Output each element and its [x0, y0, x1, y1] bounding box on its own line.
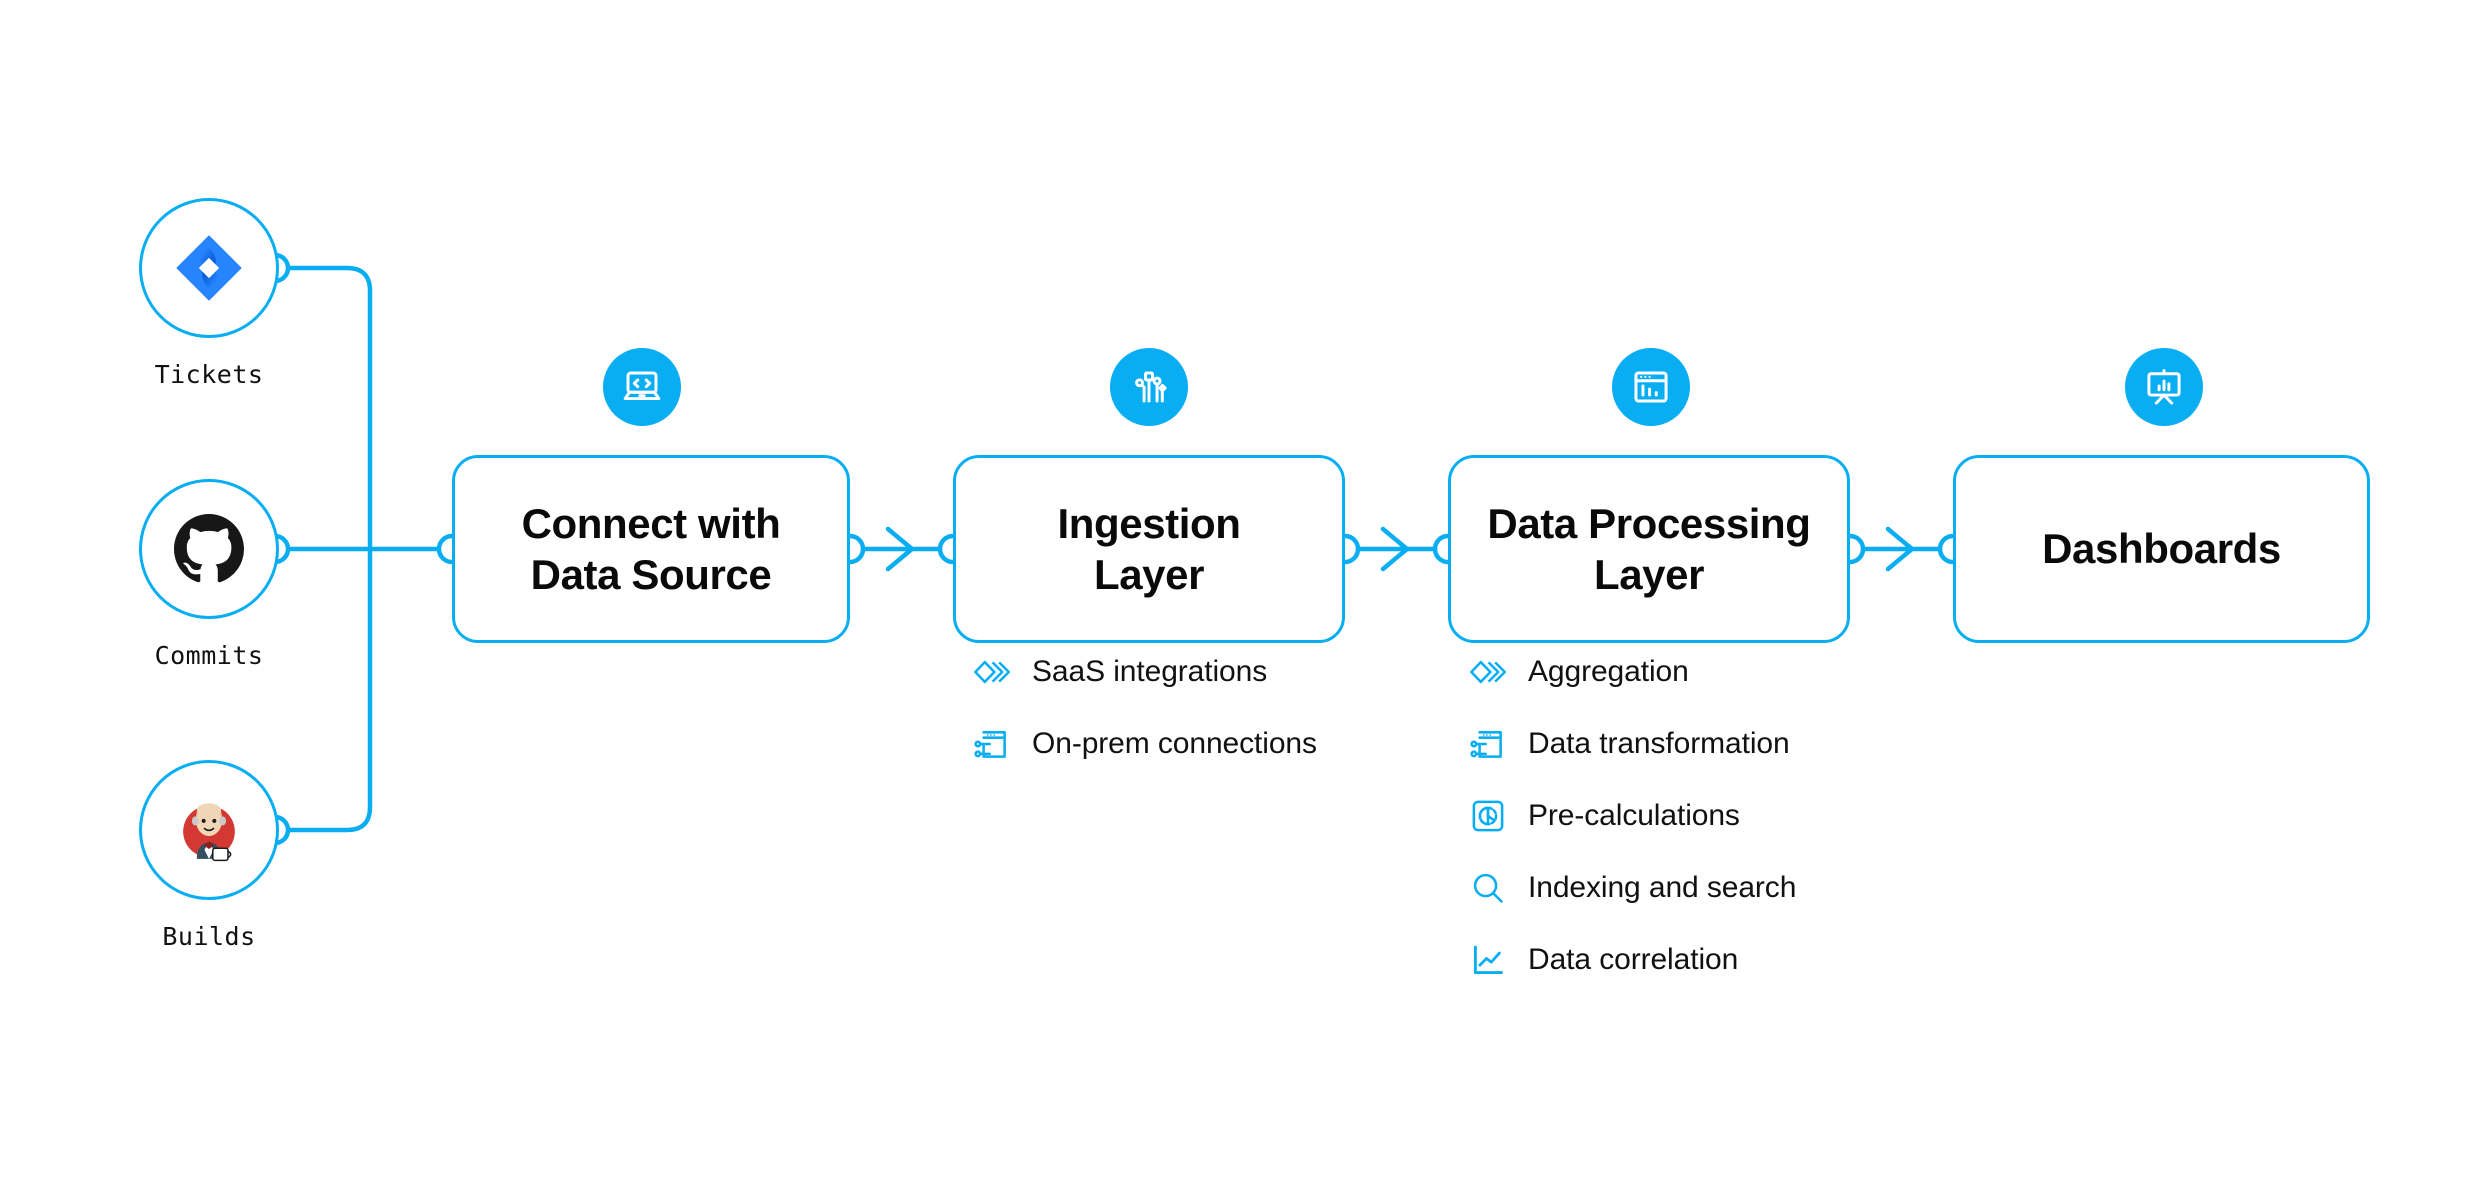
feature-item: SaaS integrations — [972, 636, 1317, 708]
feature-label: Aggregation — [1528, 655, 1689, 688]
wire-tickets — [280, 265, 373, 552]
window-barchart-icon — [1634, 371, 1668, 403]
stage-box-processing[interactable]: Data Processing Layer — [1448, 455, 1850, 643]
source-label: Builds — [162, 922, 256, 951]
feature-item: Pre-calculations — [1468, 780, 1796, 852]
window-sliders-icon — [972, 724, 1012, 764]
gauge-square-icon — [1468, 796, 1508, 836]
stage-title: Dashboards — [2042, 525, 2281, 573]
stage-box-connect[interactable]: Connect with Data Source — [452, 455, 850, 643]
source-label: Commits — [154, 641, 264, 670]
feature-list-ingestion: SaaS integrations On-prem connections — [972, 636, 1317, 780]
feature-label: Data correlation — [1528, 943, 1739, 976]
layered-chevrons-icon — [972, 652, 1012, 692]
feature-item: Data correlation — [1468, 924, 1796, 996]
source-ring — [139, 479, 279, 619]
source-node-tickets[interactable]: Tickets — [139, 198, 279, 389]
feature-label: Indexing and search — [1528, 871, 1797, 904]
source-node-builds[interactable]: Builds — [139, 760, 279, 951]
source-ring — [139, 198, 279, 338]
wire-builds — [280, 546, 373, 833]
arrowhead-3 — [1885, 526, 1915, 572]
arrowhead-1 — [885, 526, 915, 572]
feature-label: Pre-calculations — [1528, 799, 1740, 832]
feature-item: Data transformation — [1468, 708, 1796, 780]
badge-presentation-chart-icon — [2125, 348, 2203, 426]
presentation-chart-icon — [2147, 369, 2181, 405]
badge-circuit-nodes-icon — [1110, 348, 1188, 426]
source-label: Tickets — [154, 360, 264, 389]
feature-list-processing: Aggregation Data transformation — [1468, 636, 1796, 996]
laptop-code-icon — [623, 371, 661, 401]
feature-label: On-prem connections — [1032, 727, 1317, 760]
jenkins-icon — [183, 803, 235, 862]
layered-chevrons-icon — [1468, 652, 1508, 692]
line-chart-icon — [1468, 940, 1508, 980]
arrowhead-2 — [1380, 526, 1410, 572]
stage-title: Ingestion Layer — [1057, 499, 1241, 598]
stage-title: Data Processing Layer — [1487, 499, 1811, 598]
feature-item: On-prem connections — [972, 708, 1317, 780]
github-icon — [174, 514, 244, 583]
magnifier-icon — [1468, 868, 1508, 908]
badge-laptop-code-icon — [603, 348, 681, 426]
stage-box-dashboards[interactable]: Dashboards — [1953, 455, 2370, 643]
feature-label: Data transformation — [1528, 727, 1790, 760]
window-sliders-icon — [1468, 724, 1508, 764]
feature-item: Indexing and search — [1468, 852, 1796, 924]
source-node-commits[interactable]: Commits — [139, 479, 279, 670]
feature-label: SaaS integrations — [1032, 655, 1268, 688]
source-ring — [139, 760, 279, 900]
stage-title: Connect with Data Source — [521, 499, 781, 598]
jira-icon — [176, 235, 242, 301]
circuit-nodes-icon — [1135, 371, 1167, 403]
feature-item: Aggregation — [1468, 636, 1796, 708]
badge-window-barchart-icon — [1612, 348, 1690, 426]
stage-box-ingestion[interactable]: Ingestion Layer — [953, 455, 1345, 643]
